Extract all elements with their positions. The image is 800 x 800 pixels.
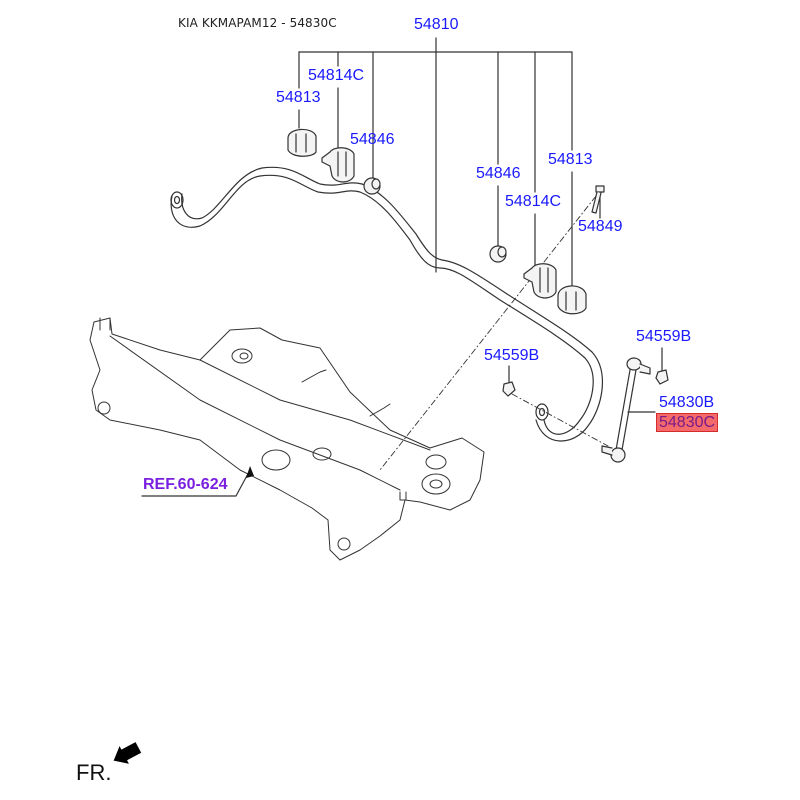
callout-54830b[interactable]: 54830B: [659, 394, 715, 411]
collar-54846-right: [489, 245, 507, 263]
bushing-54813-right: [557, 285, 587, 315]
callout-54849[interactable]: 54849: [578, 218, 623, 235]
bracket-54814c-right: [523, 263, 557, 299]
callout-54559b-right[interactable]: 54559B: [636, 328, 692, 345]
bushing-54813-left: [287, 128, 317, 157]
callout-54846-left[interactable]: 54846: [350, 131, 395, 148]
callout-54559b-left[interactable]: 54559B: [484, 347, 540, 364]
stabilizer-bar: [170, 166, 603, 442]
reference-link-60-624[interactable]: REF.60-624: [143, 476, 228, 493]
front-direction-arrow-icon: [113, 742, 142, 764]
bolt-54849: [591, 185, 605, 214]
callout-tree-54810: [298, 37, 573, 291]
callout-54813-left[interactable]: 54813: [276, 89, 321, 106]
callout-54814c-right[interactable]: 54814C: [505, 193, 562, 210]
front-direction-label: FR.: [76, 760, 112, 785]
assembly-line-bolt: [379, 195, 597, 471]
callout-54846-right[interactable]: 54846: [476, 165, 521, 182]
nut-54559b-left: [502, 381, 516, 397]
callout-54813-right[interactable]: 54813: [548, 151, 593, 168]
assembly-line-link: [511, 393, 609, 447]
nut-54559b-right: [655, 369, 669, 385]
bracket-54814c-left: [321, 147, 355, 183]
collar-54846-left: [363, 177, 381, 195]
subframe-crossmember: [89, 317, 485, 561]
callout-54810[interactable]: 54810: [414, 16, 459, 33]
callout-54830c-highlighted[interactable]: 54830C: [656, 413, 719, 432]
callout-54814c-left[interactable]: 54814C: [308, 67, 365, 84]
diagram-title: KIA KKMAPAM12 - 54830C: [178, 16, 337, 30]
reference-pointer: [141, 469, 251, 497]
stabilizer-link-54830: [601, 357, 651, 463]
reference-arrowhead: [246, 466, 254, 478]
